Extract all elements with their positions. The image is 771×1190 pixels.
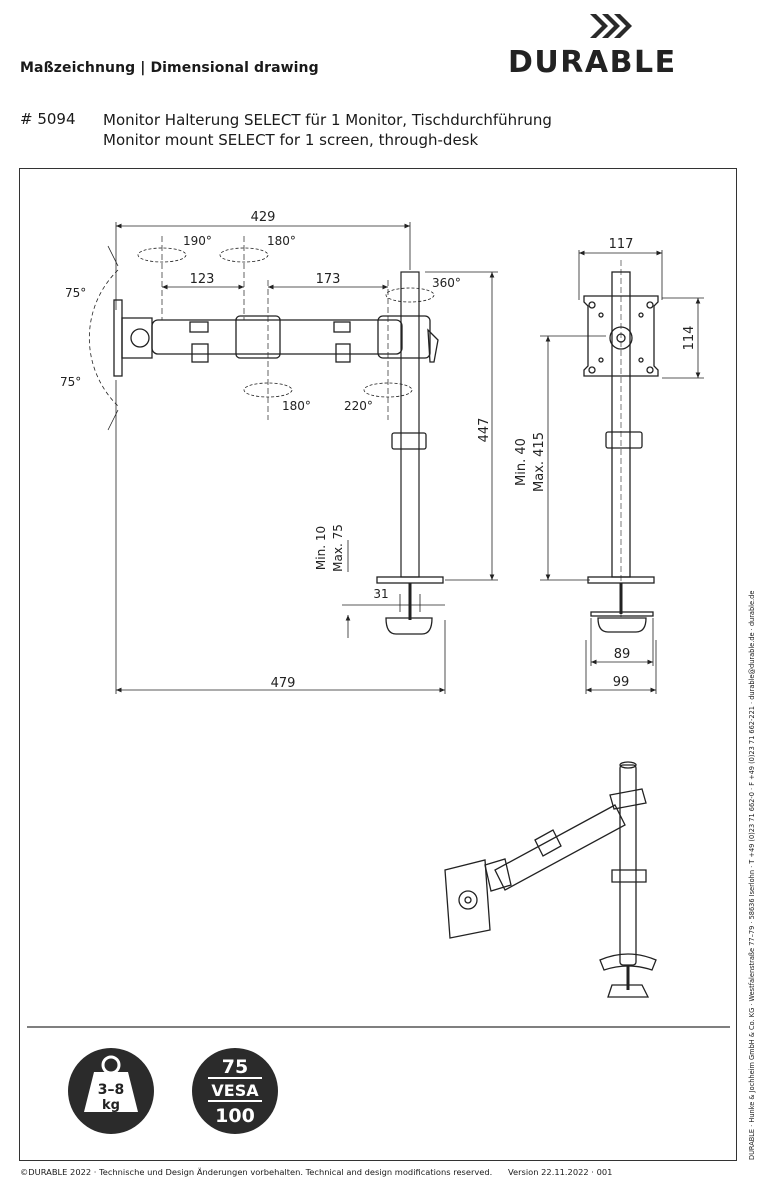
product-name-de: Monitor Halterung SELECT für 1 Monitor, … (103, 111, 552, 129)
logo-chevrons-icon (590, 14, 632, 38)
dim-plate-height: 114 (682, 326, 697, 351)
vesa-badge: 75 VESA 100 (192, 1048, 278, 1134)
copyright-note: ©DURABLE 2022 · Technische und Design Än… (20, 1167, 493, 1177)
weight-unit: kg (102, 1098, 120, 1113)
page-title: Maßzeichnung | Dimensional drawing (20, 60, 319, 76)
label-rot-top-left: 190° (183, 234, 212, 248)
label-height-max: Max. 415 (532, 432, 547, 492)
label-height-min: Min. 40 (514, 438, 529, 486)
dim-height: 447 (477, 418, 492, 443)
isometric-view (444, 761, 657, 998)
label-tilt-up: 75° (65, 286, 86, 300)
side-view (540, 250, 704, 694)
dim-clamp-inner: 89 (614, 647, 631, 662)
weight-range: 3–8 (98, 1082, 124, 1098)
weight-badge: 3–8 kg (68, 1048, 154, 1134)
dim-arm2: 173 (316, 272, 341, 287)
dim-overall-depth: 479 (271, 676, 296, 691)
label-rot-column: 360° (432, 276, 461, 290)
version-note: Version 22.11.2022 · 001 (508, 1167, 613, 1177)
durable-logo: DURABLE (508, 10, 740, 80)
label-rot-top-mid: 180° (267, 234, 296, 248)
dim-arm1: 123 (190, 272, 215, 287)
logo-wordmark: DURABLE (508, 45, 677, 80)
front-view (89, 222, 498, 694)
label-rot-bottom-mid: 180° (282, 399, 311, 413)
dim-clamp-outer: 99 (613, 675, 630, 690)
label-desk-max: Max. 75 (331, 524, 345, 572)
label-desk-min: Min. 10 (314, 526, 328, 570)
company-address: DURABLE · Hunke & Jochheim GmbH & Co. KG… (748, 590, 756, 1160)
vesa-100: 100 (215, 1105, 255, 1127)
article-number: # 5094 (20, 110, 76, 128)
dim-plate-width: 117 (609, 237, 634, 252)
product-name-en: Monitor mount SELECT for 1 screen, throu… (103, 131, 479, 149)
product-description: Monitor Halterung SELECT für 1 Monitor, … (103, 110, 552, 150)
vesa-label: VESA (211, 1081, 259, 1100)
dim-clamp-width: 31 (373, 587, 388, 601)
dim-total-width: 429 (251, 210, 276, 225)
vesa-75: 75 (222, 1056, 248, 1078)
label-rot-bottom-right: 220° (344, 399, 373, 413)
drawing-frame (19, 168, 737, 1161)
label-tilt-down: 75° (60, 375, 81, 389)
